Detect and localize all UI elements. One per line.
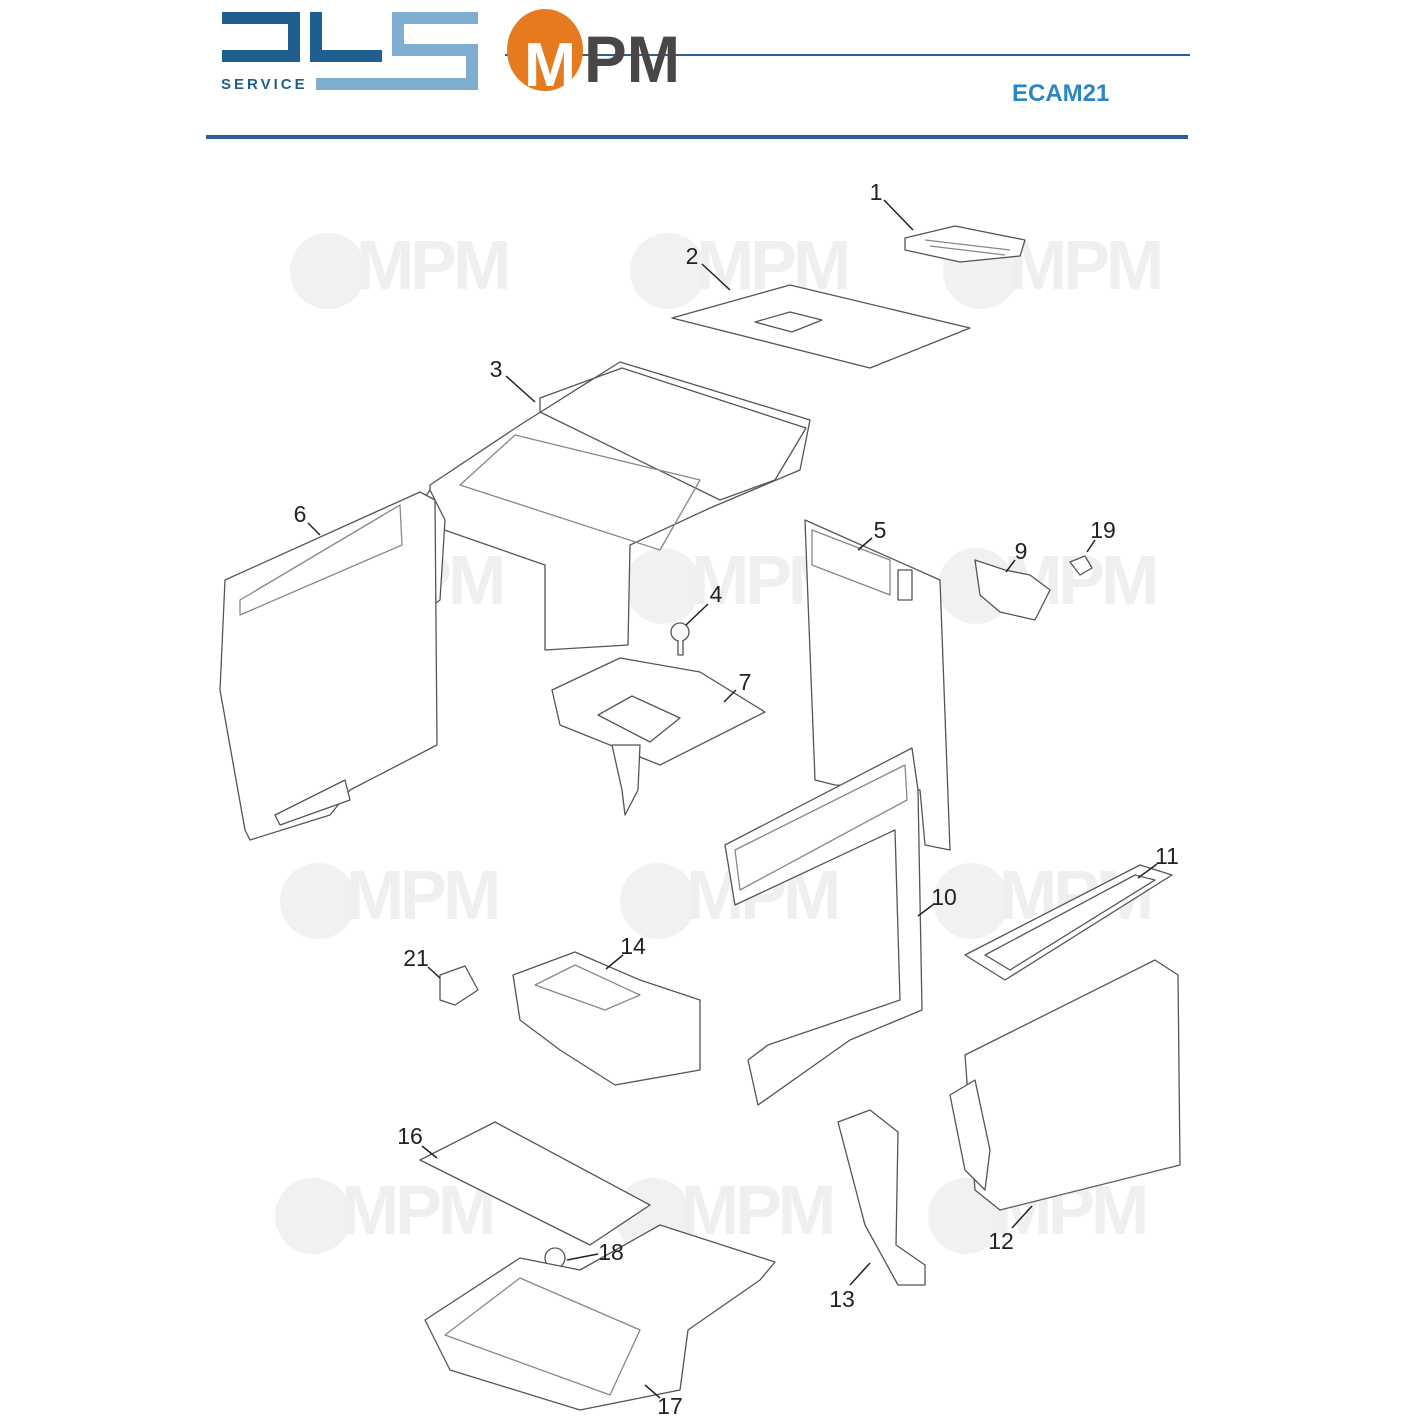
svg-text:M: M: [524, 31, 576, 100]
callout-9: 9: [1015, 538, 1028, 564]
part-12-water-tank[interactable]: [949, 959, 1181, 1211]
part-2-top-lid[interactable]: [671, 284, 971, 369]
part-1-drip-grid[interactable]: [904, 225, 1026, 263]
callout-6: 6: [294, 501, 307, 527]
part-14-grounds-container[interactable]: [512, 951, 701, 1086]
part-6-side-panel-left[interactable]: [219, 491, 438, 841]
part-19-clip[interactable]: [1069, 555, 1093, 576]
callout-12: 12: [988, 1228, 1014, 1254]
callout-2: 2: [686, 243, 699, 269]
dls-service-logo: SERVICE: [221, 12, 478, 93]
callout-5: 5: [874, 517, 887, 543]
part-3-top-cover[interactable]: [409, 361, 811, 651]
svg-text:SERVICE: SERVICE: [221, 76, 308, 93]
callout-10: 10: [931, 884, 957, 910]
callout-4: 4: [710, 581, 723, 607]
callout-13: 13: [829, 1286, 855, 1312]
header: SERVICE M PM: [206, 9, 1190, 139]
callout-19: 19: [1090, 517, 1116, 543]
callout-1: 1: [870, 179, 883, 205]
callout-18: 18: [598, 1239, 624, 1265]
part-16-drip-tray-grid[interactable]: [419, 1121, 651, 1246]
part-9-switch-assembly[interactable]: [974, 559, 1051, 621]
part-21-connector[interactable]: [439, 965, 479, 1006]
callout-3: 3: [490, 356, 503, 382]
svg-text:PM: PM: [584, 22, 680, 96]
part-4-knob[interactable]: [670, 622, 690, 656]
callout-21: 21: [403, 945, 429, 971]
part-10-front-frame[interactable]: [724, 747, 923, 1106]
callout-17: 17: [657, 1393, 683, 1419]
part-17-drip-tray[interactable]: [424, 1224, 776, 1411]
mpm-logo: M PM: [507, 9, 680, 100]
callout-7: 7: [739, 669, 752, 695]
part-13-side-trim[interactable]: [837, 1109, 926, 1286]
model-code: ECAM21: [1012, 80, 1110, 107]
callout-14: 14: [620, 933, 646, 959]
watermark: MPM: [615, 1170, 836, 1254]
callout-16: 16: [397, 1123, 423, 1149]
part-11-cup-tray-lid[interactable]: [964, 864, 1173, 981]
watermark: MPM: [280, 855, 501, 939]
part-7-funnel-tray[interactable]: [551, 657, 766, 816]
callout-11: 11: [1155, 843, 1179, 869]
watermark: MPM: [290, 225, 511, 309]
